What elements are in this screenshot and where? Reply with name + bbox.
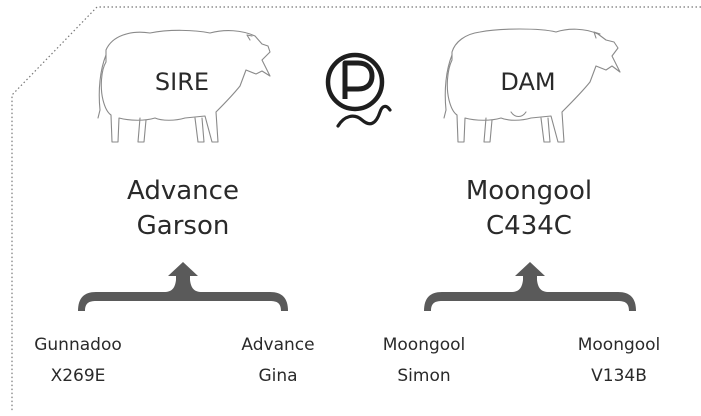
grandparent-2-line2: Gina (258, 366, 297, 386)
grandparent-2-line1: Advance (241, 335, 314, 355)
dam-brace-arrow (424, 262, 636, 311)
grandparent-1-line1: Gunnadoo (34, 335, 122, 355)
grandparent-3: Moongool Simon (383, 335, 466, 386)
sire-cow-outline (97, 29, 271, 143)
sire-brace-arrow (78, 262, 288, 311)
grandparent-4-line1: Moongool (578, 335, 661, 355)
dam-name-line2: C434C (486, 211, 572, 241)
grandparent-4: Moongool V134B (578, 335, 661, 386)
dotted-border (11, 6, 701, 412)
grandparent-3-line2: Simon (397, 366, 450, 386)
sire-name-line1: Advance (127, 176, 239, 206)
sire-badge-label: SIRE (155, 68, 209, 96)
grandparent-1-line2: X269E (51, 366, 106, 386)
grandparent-2: Advance Gina (241, 335, 314, 386)
dam-badge-label: DAM (500, 68, 555, 96)
grandparent-4-line2: V134B (591, 366, 647, 386)
grandparent-1: Gunnadoo X269E (34, 335, 122, 386)
polled-p-icon (325, 52, 392, 128)
dam-cow-outline (443, 28, 621, 143)
dam-name-line1: Moongool (466, 176, 592, 206)
grandparent-3-line1: Moongool (383, 335, 466, 355)
sire-name-line2: Garson (137, 211, 230, 241)
